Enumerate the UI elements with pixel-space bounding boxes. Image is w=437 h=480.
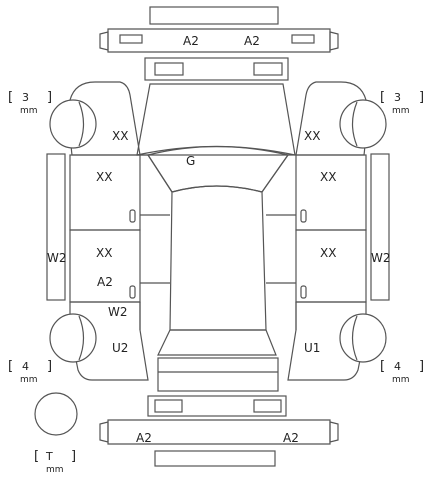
right-side-panels: XX XX xyxy=(266,154,367,330)
tread-spare: [ T ] mm xyxy=(34,449,76,475)
front-left-tire xyxy=(49,99,97,149)
trunk xyxy=(157,357,279,392)
rear-left-tire xyxy=(49,313,97,363)
front-right-tire xyxy=(339,99,387,149)
left-rear-door-upper-code: XX xyxy=(96,246,112,260)
bracket-open: [ xyxy=(34,449,39,464)
right-rocker-code: W2 xyxy=(371,251,391,265)
tread-unit: mm xyxy=(392,375,410,385)
tread-rear-right: [ 4 ] mm xyxy=(380,359,424,385)
tread-front-left-value: 3 xyxy=(22,91,29,104)
left-rear-door-lower-code: A2 xyxy=(97,275,113,289)
left-rocker: W2 xyxy=(46,153,67,301)
left-front-door-code: XX xyxy=(96,170,112,184)
right-rear-door-code: XX xyxy=(320,246,336,260)
tread-unit: mm xyxy=(20,375,38,385)
tread-unit: mm xyxy=(20,106,38,116)
bracket-close: ] xyxy=(47,90,52,105)
cabin xyxy=(147,145,290,356)
bracket-close: ] xyxy=(71,449,76,464)
tread-rear-right-value: 4 xyxy=(394,360,401,373)
bracket-close: ] xyxy=(419,359,424,374)
front-grille xyxy=(144,57,289,81)
bracket-close: ] xyxy=(47,359,52,374)
hood-panel: G xyxy=(136,83,296,168)
front-right-fender-code: XX xyxy=(304,129,320,143)
tread-unit: mm xyxy=(392,106,410,116)
left-side-panels: XX XX A2 xyxy=(69,154,170,330)
bracket-open: [ xyxy=(8,359,13,374)
right-front-door-code: XX xyxy=(320,170,336,184)
right-rear-quarter: U1 xyxy=(287,301,367,381)
bracket-open: [ xyxy=(380,359,385,374)
rear-bumper: A2 A2 xyxy=(99,419,339,467)
tread-rear-left: [ 4 ] mm xyxy=(8,359,52,385)
rear-bumper-right-code: A2 xyxy=(283,431,299,445)
rear-panel xyxy=(147,395,287,417)
bracket-open: [ xyxy=(8,90,13,105)
tread-spare-value: T xyxy=(45,450,53,463)
left-quarter-code: W2 xyxy=(108,305,128,319)
tread-rear-left-value: 4 xyxy=(22,360,29,373)
spare-tire xyxy=(34,392,78,436)
front-left-fender-code: XX xyxy=(112,129,128,143)
front-bumper: A2 A2 xyxy=(99,6,339,53)
tread-unit: mm xyxy=(46,465,64,475)
bracket-open: [ xyxy=(380,90,385,105)
hood-code: G xyxy=(186,154,195,168)
front-bumper-right-code: A2 xyxy=(244,34,260,48)
tread-front-left: [ 3 ] mm xyxy=(8,90,52,116)
left-rocker-code: W2 xyxy=(47,251,67,265)
left-rear-quarter-code: U2 xyxy=(112,341,128,355)
bracket-close: ] xyxy=(419,90,424,105)
tread-front-right: [ 3 ] mm xyxy=(380,90,424,116)
front-bumper-left-code: A2 xyxy=(183,34,199,48)
rear-right-tire xyxy=(339,313,387,363)
rear-bumper-left-code: A2 xyxy=(136,431,152,445)
tread-front-right-value: 3 xyxy=(394,91,401,104)
right-rocker: W2 xyxy=(370,153,391,301)
left-rear-quarter: W2 U2 xyxy=(69,301,149,381)
right-rear-quarter-code: U1 xyxy=(304,341,320,355)
